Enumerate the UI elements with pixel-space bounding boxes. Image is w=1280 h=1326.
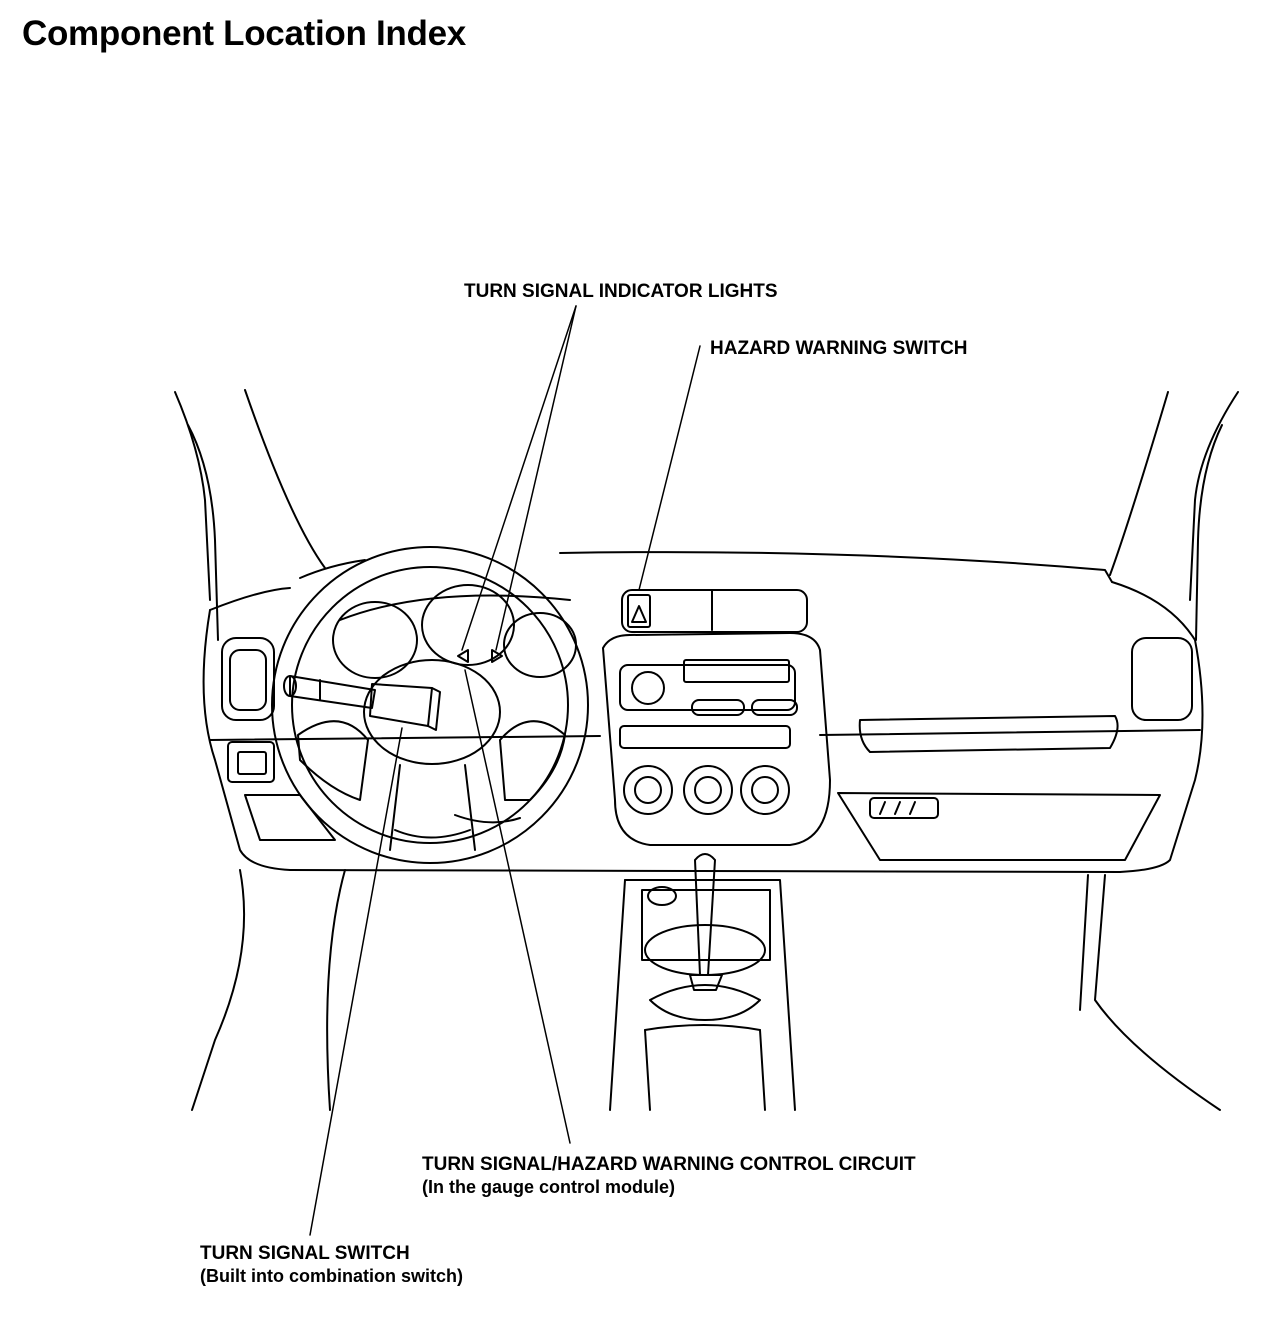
gauge-cluster xyxy=(333,585,576,678)
leader-lines xyxy=(310,306,700,1235)
left-air-vent xyxy=(222,638,274,720)
label-turn-signal-switch-group: TURN SIGNAL SWITCH (Built into combinati… xyxy=(200,1242,463,1288)
left-switch-panel xyxy=(228,742,274,782)
label-control-circuit-note: (In the gauge control module) xyxy=(422,1177,675,1197)
label-control-circuit-group: TURN SIGNAL/HAZARD WARNING CONTROL CIRCU… xyxy=(422,1153,916,1199)
page-title: Component Location Index xyxy=(22,14,466,53)
center-stack xyxy=(603,590,830,845)
label-turn-signal-indicator-lights: TURN SIGNAL INDICATOR LIGHTS xyxy=(464,281,778,302)
steering-wheel xyxy=(272,547,588,863)
center-console xyxy=(610,854,795,1110)
label-hazard-warning-switch: HAZARD WARNING SWITCH xyxy=(710,338,968,359)
label-turn-signal-switch-note: (Built into combination switch) xyxy=(200,1266,463,1286)
windshield-pillars xyxy=(175,390,1238,640)
label-turn-signal-switch: TURN SIGNAL SWITCH xyxy=(200,1243,410,1264)
floor-lines xyxy=(192,870,1220,1110)
label-control-circuit: TURN SIGNAL/HAZARD WARNING CONTROL CIRCU… xyxy=(422,1154,916,1175)
indicator-arrows xyxy=(458,650,502,662)
combination-switch xyxy=(284,676,440,730)
passenger-dashboard xyxy=(838,638,1192,860)
dashboard-outline xyxy=(204,552,1203,872)
